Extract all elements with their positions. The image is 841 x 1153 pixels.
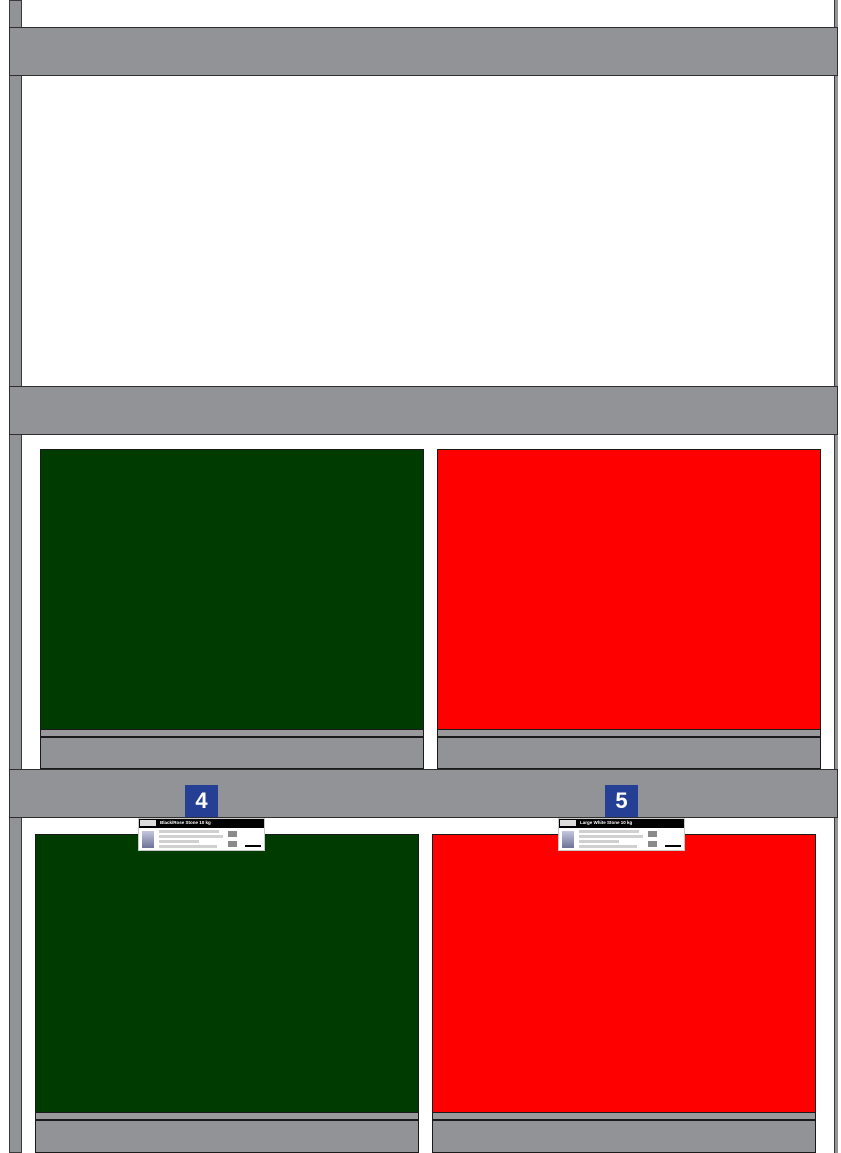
label-header: Black/Rose Stone 10 kg (139, 819, 265, 828)
left-upright (9, 0, 22, 1153)
usage-icon (648, 841, 657, 847)
shelf-beam-lower (9, 769, 838, 818)
product-block-green[interactable] (40, 449, 424, 769)
right-upright (834, 0, 838, 1153)
product-face-red (438, 450, 820, 729)
product-label-5[interactable]: Large White Stone 10 kg (558, 818, 685, 851)
product-lip (41, 729, 423, 737)
product-block-red[interactable] (432, 834, 816, 1153)
barcode-icon (665, 845, 681, 847)
product-block-red[interactable] (437, 449, 821, 769)
shelf-beam-middle (9, 386, 838, 435)
product-base (433, 1120, 815, 1152)
product-base (41, 737, 423, 768)
coverage-icon (648, 831, 657, 837)
product-lip (433, 1112, 815, 1120)
label-header: Large White Stone 10 kg (559, 819, 685, 828)
bag-icon (142, 831, 154, 848)
bag-icon (562, 831, 574, 848)
label-title: Large White Stone 10 kg (580, 820, 632, 826)
label-text-lines (159, 830, 225, 850)
product-block-green[interactable] (35, 834, 419, 1153)
label-text-lines (579, 830, 645, 850)
product-lip (36, 1112, 418, 1120)
coverage-icon (228, 831, 237, 837)
product-base (36, 1120, 418, 1152)
product-lip (438, 729, 820, 737)
barcode-icon (245, 845, 261, 847)
label-logo (140, 820, 156, 826)
product-face-green (41, 450, 423, 729)
position-badge-5[interactable]: 5 (605, 785, 638, 817)
product-face-red (433, 835, 815, 1112)
label-logo (560, 820, 576, 826)
label-title: Black/Rose Stone 10 kg (160, 820, 211, 826)
shelf-beam-top (9, 27, 838, 76)
product-face-green (36, 835, 418, 1112)
position-badge-4[interactable]: 4 (185, 785, 218, 817)
usage-icon (228, 841, 237, 847)
product-label-4[interactable]: Black/Rose Stone 10 kg (138, 818, 265, 851)
product-base (438, 737, 820, 768)
